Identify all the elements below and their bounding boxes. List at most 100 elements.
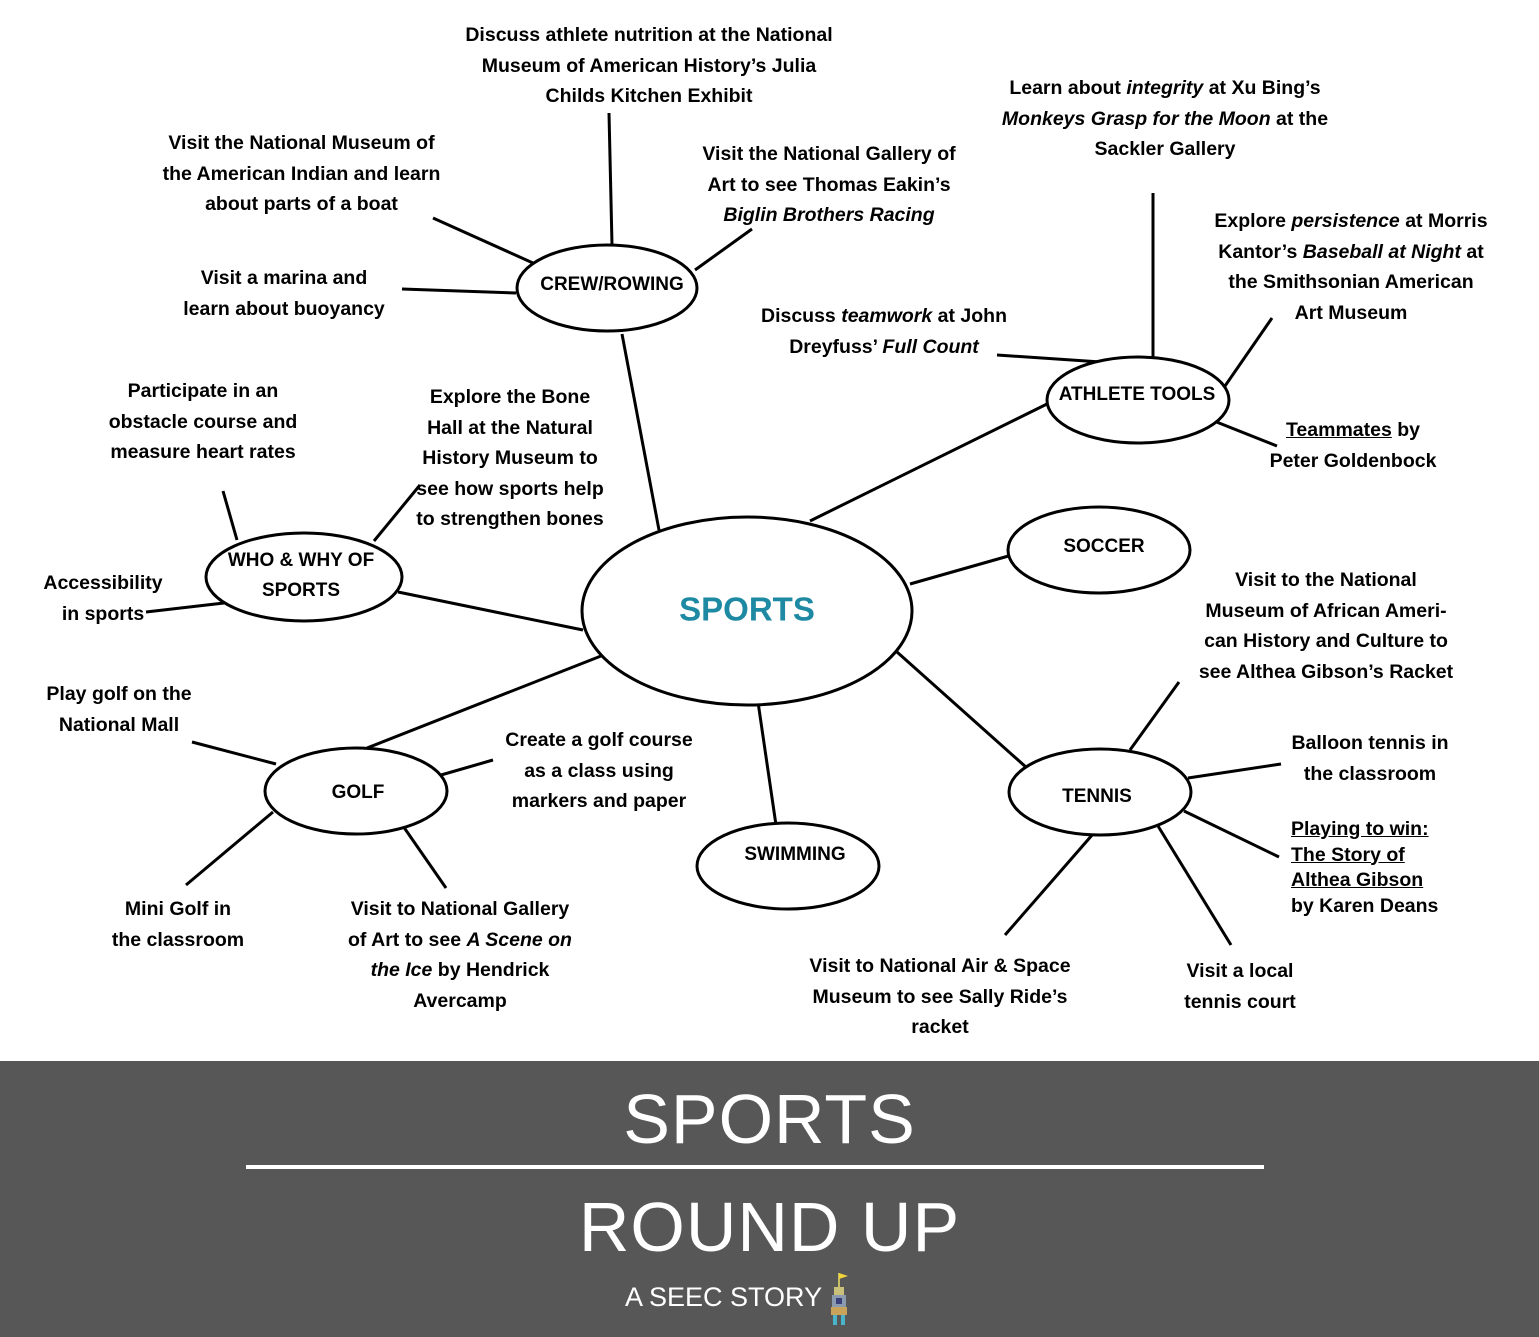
footer-banner: SPORTS ROUND UP A SEEC STORY xyxy=(0,1061,1539,1337)
note-line: Play golf on the xyxy=(27,679,211,710)
note-text: Explore xyxy=(1214,210,1292,232)
note-text: Discuss athlete nutrition at the Nationa… xyxy=(465,24,833,46)
note-text: the classroom xyxy=(1303,762,1437,785)
node-golf xyxy=(263,746,449,836)
node-swimming xyxy=(695,821,881,911)
note-line: History Museum to xyxy=(400,443,620,474)
node-label-swimming: SWIMMING xyxy=(744,844,845,865)
note-line: measure heart rates xyxy=(86,437,320,468)
note-line: Althea Gibson xyxy=(1291,868,1471,894)
connector-lines xyxy=(145,112,1282,946)
connector-who-obstacle xyxy=(221,490,239,541)
note-text: History Museum to xyxy=(422,447,598,469)
note-line: Avercamp xyxy=(322,986,598,1017)
note-text: National Mall xyxy=(58,713,180,736)
note-line: the American Indian and learn xyxy=(135,159,468,190)
note-text: Accessibility xyxy=(43,572,163,594)
note-text: in sports xyxy=(61,602,145,625)
note-underlined-text: The Story of xyxy=(1291,843,1405,866)
note-line: Visit the National Gallery of xyxy=(676,139,982,170)
note-line: Learn about integrity at Xu Bing’s xyxy=(975,73,1355,104)
footer-subtitle: ROUND UP xyxy=(578,1188,961,1266)
note-line: Peter Goldenbock xyxy=(1247,446,1459,477)
note-text: Childs Kitchen Exhibit xyxy=(545,85,753,107)
note-line: Museum of American History’s Julia xyxy=(440,51,858,82)
connector-tennis-balloon xyxy=(1187,762,1282,780)
note-line: learn about buoyancy xyxy=(160,294,408,325)
note-text: see Althea Gibson’s Racket xyxy=(1198,660,1454,683)
note-text: Kantor’s xyxy=(1218,240,1303,263)
connector-center-who xyxy=(397,590,584,632)
note-text: Visit to the National xyxy=(1235,569,1417,591)
note-text: Visit to National Air & Space xyxy=(809,955,1071,977)
note-line: Mini Golf in xyxy=(98,894,258,925)
note-text: Play golf on the xyxy=(46,683,192,705)
note-italic-text: persistence xyxy=(1291,210,1400,232)
topic-nodes xyxy=(204,243,1231,911)
note-golf-mini: Mini Golf in the classroom xyxy=(98,894,258,955)
note-text: at xyxy=(1460,240,1484,263)
note-line: Explore persistence at Morris xyxy=(1196,206,1506,237)
note-text: the classroom xyxy=(111,928,245,951)
note-text: Visit to National Gallery xyxy=(350,898,570,920)
note-line: Teammates by xyxy=(1247,415,1459,446)
note-who-access: Accessibility in sports xyxy=(30,568,176,629)
note-line: obstacle course and xyxy=(86,407,320,438)
note-text: the American Indian and learn xyxy=(162,162,441,185)
center-node xyxy=(580,515,914,707)
note-text: learn about buoyancy xyxy=(183,297,385,320)
note-italic-text: A Scene on xyxy=(466,928,572,951)
mind-map: SPORTS CREW/ROWING ATHLETE TOOLS SOCCER … xyxy=(145,112,1282,946)
note-line: the classroom xyxy=(1278,759,1462,790)
note-text: racket xyxy=(911,1016,969,1038)
note-line: Hall at the Natural xyxy=(400,413,620,444)
node-label-crew: CREW/ROWING xyxy=(540,274,684,295)
footer-divider xyxy=(246,1165,1264,1169)
note-underlined-text: Playing to win: xyxy=(1291,818,1429,840)
note-line: can History and Culture to xyxy=(1176,626,1476,657)
note-text: by Hendrick xyxy=(432,959,550,981)
note-text: Art to see Thomas Eakin’s xyxy=(707,173,951,196)
note-text: Visit the National Museum of xyxy=(168,132,435,154)
note-line: see how sports help xyxy=(400,474,620,505)
node-tennis xyxy=(1007,747,1193,837)
node-crew-rowing xyxy=(515,243,699,333)
note-italic-text: Full Count xyxy=(882,335,979,358)
note-text: by Karen Deans xyxy=(1291,894,1439,917)
footer-title: SPORTS xyxy=(623,1080,916,1158)
note-text: at Morris xyxy=(1399,210,1488,232)
node-label-tennis: TENNIS xyxy=(1062,786,1132,807)
note-line: The Story of xyxy=(1291,843,1471,869)
note-text: Museum of African Ameri- xyxy=(1205,599,1447,622)
node-athlete-tools xyxy=(1045,355,1231,445)
note-text: measure heart rates xyxy=(110,441,296,463)
note-line: Balloon tennis in xyxy=(1278,728,1462,759)
note-italic-text: teamwork xyxy=(841,305,933,327)
connector-tennis-gibson xyxy=(1128,681,1181,751)
note-text: tennis court xyxy=(1184,990,1296,1013)
note-line: Dreyfuss’ Full Count xyxy=(742,332,1026,363)
note-text: Museum of American History’s Julia xyxy=(481,54,817,77)
connector-center-soccer xyxy=(909,553,1013,586)
node-who-why xyxy=(204,531,404,623)
note-line: in sports xyxy=(30,599,176,630)
note-line: Visit to the National xyxy=(1176,565,1476,596)
note-text: Discuss xyxy=(760,305,842,327)
note-underlined-text: Teammates xyxy=(1285,419,1392,441)
node-label-golf: GOLF xyxy=(332,782,385,803)
connector-who-access xyxy=(145,601,225,614)
note-line: Participate in an xyxy=(86,376,320,407)
note-line: see Althea Gibson’s Racket xyxy=(1176,657,1476,688)
note-text: Sackler Gallery xyxy=(1094,138,1236,160)
note-line: markers and paper xyxy=(482,786,716,817)
connector-golf-course xyxy=(440,758,494,777)
